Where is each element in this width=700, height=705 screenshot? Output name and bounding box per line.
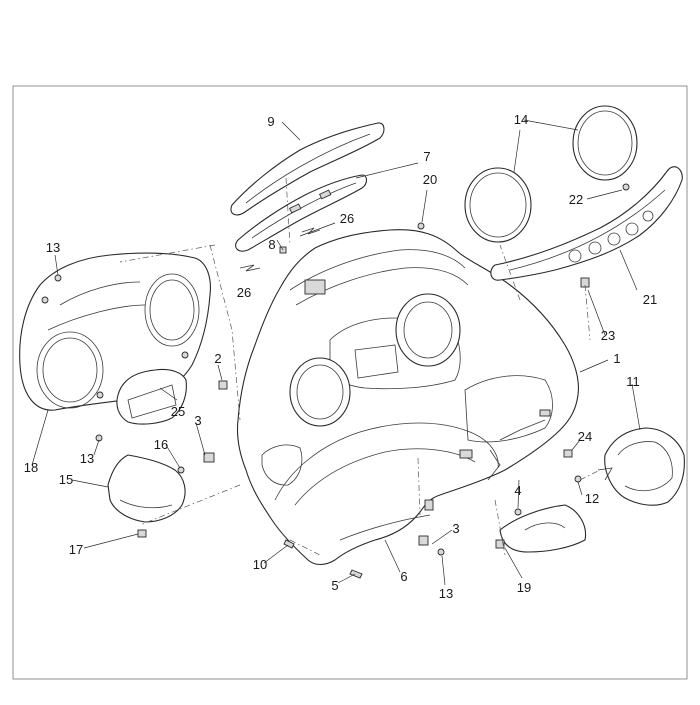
label-26-upper: 26 (340, 211, 354, 226)
part-19-bracket (499, 504, 587, 553)
label-10: 10 (253, 557, 267, 572)
clip-19 (495, 539, 505, 549)
screw-20 (417, 222, 425, 230)
label-24: 24 (578, 429, 592, 444)
label-3-right: 3 (452, 521, 459, 536)
screw-5 (349, 569, 363, 579)
label-3-left: 3 (194, 413, 201, 428)
diagram-frame (12, 85, 688, 680)
leader-lines (31, 119, 641, 586)
screw-13a (54, 274, 62, 282)
label-20: 20 (423, 172, 437, 187)
part-15-cover-panel (107, 454, 186, 523)
label-16: 16 (154, 437, 168, 452)
clip-24 (563, 449, 573, 458)
label-13-top: 13 (46, 240, 60, 255)
part-26-clips (239, 227, 321, 272)
screw-22 (622, 183, 630, 191)
label-17: 17 (69, 542, 83, 557)
part-11-display-unit (597, 427, 685, 506)
screw-16 (177, 466, 185, 474)
label-22: 22 (569, 192, 583, 207)
label-15: 15 (59, 472, 73, 487)
label-9: 9 (267, 114, 274, 129)
label-7: 7 (423, 149, 430, 164)
label-26-lower: 26 (237, 285, 251, 300)
label-13-left: 13 (80, 451, 94, 466)
part-7-trim-strip (235, 174, 368, 252)
label-25: 25 (171, 404, 185, 419)
label-4: 4 (514, 483, 521, 498)
label-5: 5 (331, 578, 338, 593)
assembly-lines (119, 177, 601, 556)
screw-10 (283, 539, 295, 549)
label-8: 8 (268, 237, 275, 252)
clip-3a (203, 452, 215, 463)
label-1: 1 (613, 351, 620, 366)
label-6: 6 (400, 569, 407, 584)
part-9-trim-strip (230, 122, 385, 216)
label-2: 2 (214, 351, 221, 366)
label-21: 21 (643, 292, 657, 307)
label-23: 23 (601, 328, 615, 343)
clip-3b (418, 535, 429, 546)
label-12: 12 (585, 491, 599, 506)
part-1-dashboard-fairing (236, 229, 579, 566)
screw-12 (574, 475, 582, 483)
label-11: 11 (626, 374, 640, 389)
label-18: 18 (24, 460, 38, 475)
label-19: 19 (517, 580, 531, 595)
part-14-gauge-rings (464, 105, 638, 243)
screw-2 (218, 380, 228, 390)
screw-13c (437, 548, 445, 556)
label-14: 14 (514, 112, 528, 127)
part-number-labels: 9 7 20 26 8 26 14 22 21 23 1 11 24 12 4 … (24, 112, 657, 601)
part-25-display-housing (116, 368, 187, 425)
screw-4 (514, 508, 522, 516)
label-13-bottom: 13 (439, 586, 453, 601)
clip-17 (137, 529, 147, 538)
